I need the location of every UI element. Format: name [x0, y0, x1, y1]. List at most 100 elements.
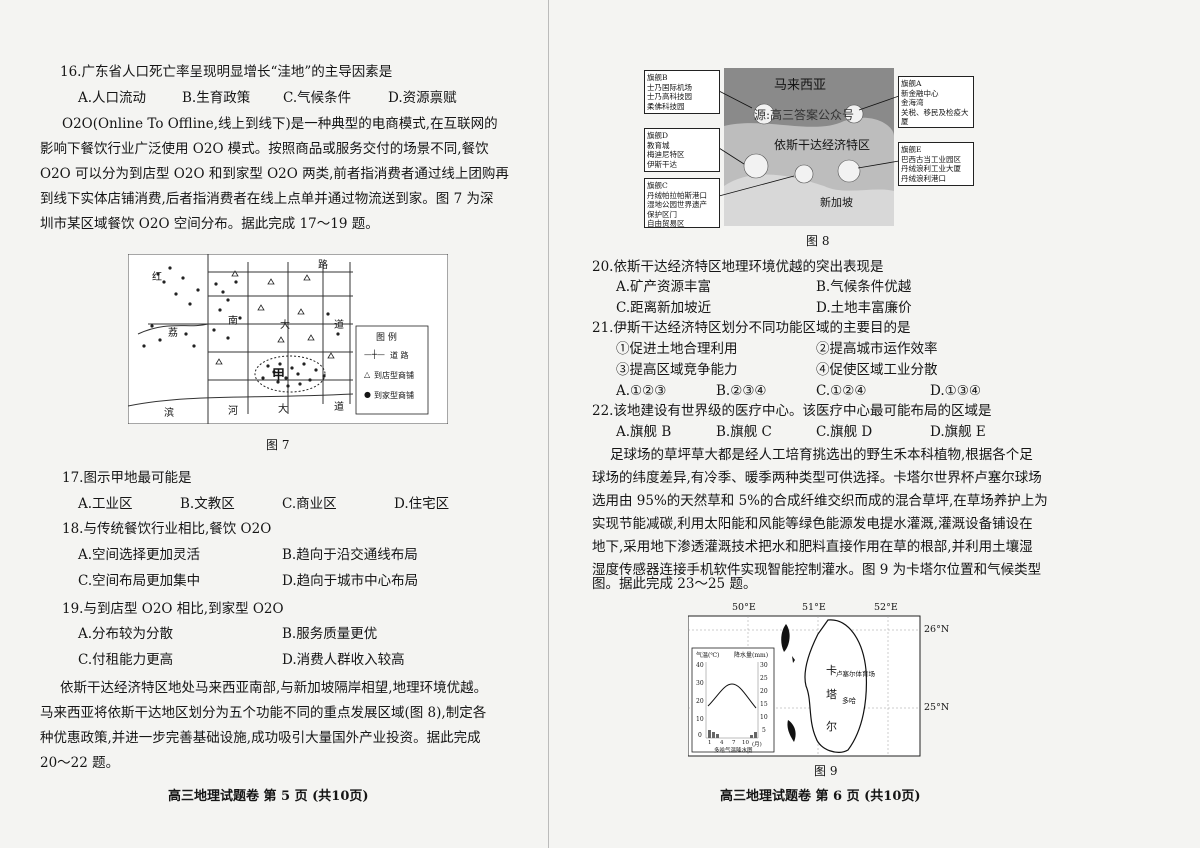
fig8-box-e-title: 旗舰E — [901, 145, 922, 154]
fig7-legend-delivery: 到家型商铺 — [374, 391, 414, 400]
q18-option-b: B.趋向于沿交通线布局 — [282, 547, 418, 563]
q19-option-c: C.付租能力更高 — [78, 652, 174, 668]
passage3-line-7: 图。据此完成 23～25 题。 — [592, 576, 757, 592]
q17-option-c: C.商业区 — [282, 496, 337, 512]
fig9-climate-axis-left: 气温(℃) — [696, 652, 720, 659]
q16-option-d: D.资源禀赋 — [388, 90, 457, 106]
right-page-footer: 高三地理试题卷 第 6 页 (共10页) — [720, 789, 921, 804]
fig7-legend-road-icon: —┼— — [364, 350, 385, 359]
fig8-box-b-line: 柔佛科技园 — [647, 101, 685, 111]
fig8-box-flagship-a: 旗舰A 新金融中心 金海湾 关税、移民及检疫大厦 — [898, 76, 974, 128]
fig9-caption: 图 9 — [814, 764, 838, 778]
passage3-line-3: 选用由 95%的天然草和 5%的合成纤维交织而成的混合草坪,在草场养护上为 — [592, 493, 1048, 509]
fig8-box-b-line: 士乃国际机场 — [647, 82, 692, 92]
q17-option-a: A.工业区 — [78, 496, 133, 512]
passage1-line-1: O2O(Online To Offline,线上到线下)是一种典型的电商模式,在… — [62, 116, 498, 132]
q17-stem: 17.图示甲地最可能是 — [62, 470, 192, 486]
fig9-precip-tick-15: 15 — [760, 701, 768, 708]
q21-item-2: ②提高城市运作效率 — [816, 341, 938, 357]
fig9-precip-tick-5: 5 — [762, 727, 766, 734]
passage2-line-3: 种优惠政策,并进一步完善基础设施,成功吸引大量国外产业投资。据此完成 — [40, 730, 481, 746]
fig7-label-dao-2: 道 — [334, 402, 344, 413]
fig9-month-tick-7: 7 — [732, 740, 736, 746]
fig8-box-c-line: 自由贸易区 — [647, 219, 685, 228]
q20-option-a: A.矿产资源丰富 — [616, 279, 712, 295]
q16-option-a: A.人口流动 — [78, 90, 147, 106]
fig9-precip-tick-20: 20 — [760, 688, 768, 695]
fig8-label-iskandar: 依斯干达经济特区 — [774, 138, 871, 152]
fig8-caption: 图 8 — [806, 234, 830, 248]
q16-option-c: C.气候条件 — [283, 90, 352, 106]
fig9-precip-tick-25: 25 — [760, 675, 768, 682]
fig8-map: 旗舰B 士乃国际机场 士乃高科技园 柔佛科技园 旗舰D 教育城 梅迪尼特区 伊斯… — [644, 66, 974, 230]
q19-option-d: D.消费人群收入较高 — [282, 652, 405, 668]
fig8-box-b-line: 士乃高科技园 — [647, 92, 692, 101]
q21-option-b: B.②③④ — [716, 383, 767, 399]
fig7-label-da-2: 大 — [278, 404, 288, 415]
fig7-label-jia: 甲 — [272, 368, 286, 383]
passage1-line-3: O2O 可以分为到店型 O2O 和到家型 O2O 两类,前者指消费者通过线上团购… — [40, 166, 509, 182]
fig9-stadium: 卢塞尔体育场 — [836, 670, 875, 678]
q17-option-b: B.文教区 — [180, 496, 235, 512]
q18-stem: 18.与传统餐饮行业相比,餐饮 O2O — [62, 521, 272, 537]
fig9-month-tick-1: 1 — [708, 740, 712, 746]
q22-stem: 22.该地建设有世界级的医疗中心。该医疗中心最可能布局的区域是 — [592, 403, 992, 419]
q19-stem: 19.与到店型 O2O 相比,到家型 O2O — [62, 601, 284, 617]
dot-icon: ● — [364, 390, 371, 399]
fig8-box-d-line: 教育城 — [647, 140, 670, 150]
fig8-box-e-line: 丹绒浪利工业大厦 — [901, 164, 961, 173]
fig8-watermark: 源:高三答案公众号 — [754, 108, 855, 122]
q18-option-d: D.趋向于城市中心布局 — [282, 573, 419, 589]
fig9-city-doha: 多哈 — [842, 697, 856, 705]
fig7-label-dao-1: 道 — [334, 320, 344, 331]
fig9-map: 50°E 51°E 52°E 26°N 25°N 卡 塔 尔 卢塞尔体育场 多哈… — [688, 600, 978, 760]
fig8-box-flagship-c: 旗舰C 丹绒帕拉帕斯港口 湿地公园世界遗产 保护区门 自由贸易区 — [644, 178, 720, 228]
fig7-label-bin: 滨 — [164, 408, 174, 419]
fig9-country-char-2: 塔 — [826, 688, 837, 701]
fig9-climate-axis-right: 降水量(mm) — [734, 652, 769, 659]
fig8-box-a-line: 新金融中心 — [901, 88, 939, 98]
fig9-country-char-3: 尔 — [826, 720, 837, 733]
fig8-box-b-title: 旗舰B — [647, 73, 668, 82]
fig7-label-he: 河 — [228, 406, 238, 417]
passage3-line-5: 地下,采用地下渗透灌溉技术把水和肥料直接作用在草的根部,并利用土壤湿 — [592, 539, 1033, 555]
left-page-footer: 高三地理试题卷 第 5 页 (共10页) — [168, 789, 369, 804]
q22-option-d: D.旗舰 E — [930, 424, 986, 440]
q18-option-c: C.空间布局更加集中 — [78, 573, 201, 589]
fig8-box-d-line: 伊斯干达 — [647, 159, 677, 169]
q22-option-b: B.旗舰 C — [716, 424, 772, 440]
fig7-label-lu: 路 — [318, 260, 328, 271]
fig9-lat-25: 25°N — [924, 702, 950, 713]
q21-option-d: D.①③④ — [930, 383, 981, 399]
fig8-box-d-title: 旗舰D — [647, 131, 669, 140]
fig7-legend-title: 图 例 — [376, 333, 397, 343]
fig8-box-flagship-d: 旗舰D 教育城 梅迪尼特区 伊斯干达 — [644, 128, 720, 172]
fig7-map: 红 荔 路 南 大 道 滨 河 大 道 甲 图 例 —┼— 道 路 △ 到店型商… — [127, 253, 449, 425]
fig9-temp-tick-30: 30 — [696, 680, 704, 687]
fig9-lat-26: 26°N — [924, 624, 950, 635]
passage3-line-6: 湿度传感器连接手机软件实现智能控制灌水。图 9 为卡塔尔位置和气候类型 — [592, 562, 1042, 578]
fig8-box-c-title: 旗舰C — [647, 181, 668, 190]
q20-option-d: D.土地丰富廉价 — [816, 300, 912, 316]
q22-option-a: A.旗舰 B — [616, 424, 672, 440]
fig9-month-tick-10: 10 — [742, 740, 749, 746]
fig8-box-flagship-b: 旗舰B 士乃国际机场 士乃高科技园 柔佛科技园 — [644, 70, 720, 114]
fig9-temp-tick-0: 0 — [698, 732, 702, 739]
q20-option-c: C.距离新加坡近 — [616, 300, 712, 316]
passage1-line-5: 圳市某区域餐饮 O2O 空间分布。据此完成 17～19 题。 — [40, 216, 379, 232]
passage3-line-1: 足球场的草坪草大都是经人工培育挑选出的野生禾本科植物,根据各个足 — [610, 447, 1033, 463]
fig9-lon-50: 50°E — [732, 602, 756, 613]
fig7-label-li: 荔 — [168, 328, 178, 339]
right-page: 旗舰B 士乃国际机场 士乃高科技园 柔佛科技园 旗舰D 教育城 梅迪尼特区 伊斯… — [570, 0, 1200, 848]
passage3-line-4: 实现节能减碳,利用太阳能和风能等绿色能源发电提水灌溉,灌溉设备铺设在 — [592, 516, 1033, 532]
fig7-label-da-1: 大 — [280, 320, 290, 331]
page-divider — [548, 0, 549, 848]
fig8-label-singapore: 新加坡 — [820, 196, 853, 209]
q21-stem: 21.伊斯干达经济特区划分不同功能区域的主要目的是 — [592, 320, 911, 336]
fig9-precip-tick-10: 10 — [760, 714, 768, 721]
q20-stem: 20.依斯干达经济特区地理环境优越的突出表现是 — [592, 259, 884, 275]
fig8-label-malaysia: 马来西亚 — [774, 78, 827, 93]
q20-option-b: B.气候条件优越 — [816, 279, 912, 295]
fig8-box-d-line: 梅迪尼特区 — [647, 150, 685, 159]
fig7-legend-dine-in: 到店型商铺 — [374, 371, 414, 380]
